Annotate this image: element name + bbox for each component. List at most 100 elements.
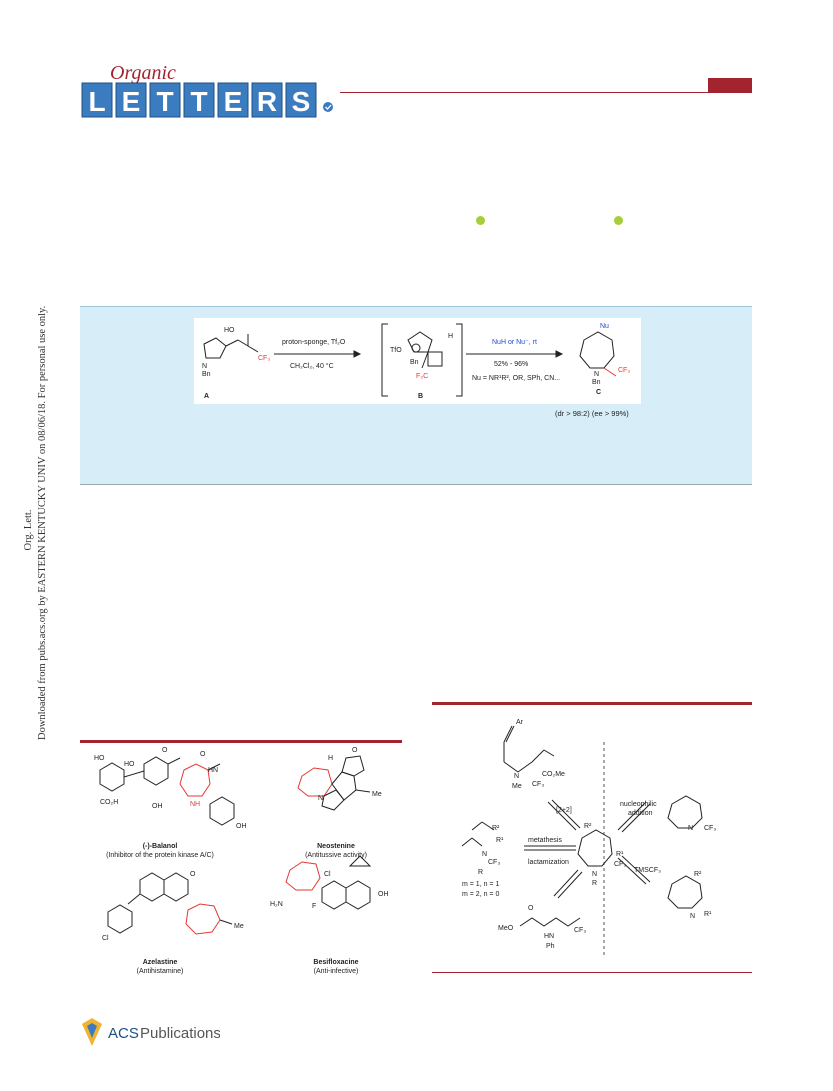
fig1-nh: NH <box>190 801 200 808</box>
scheme-cf3: CF₃ <box>488 859 500 866</box>
fig1-h: H <box>328 755 333 762</box>
watermark-journal: Org. Lett. <box>23 509 34 551</box>
orcid-icon[interactable] <box>476 216 485 225</box>
figure2-rule <box>432 702 752 705</box>
fig1-cl: Cl <box>324 871 331 878</box>
compound-desc: (Antitussive activity) <box>305 852 367 859</box>
logo-letter-boxes <box>81 82 317 118</box>
scheme-o: O <box>528 905 534 912</box>
watermark-download: Downloaded from pubs.acs.org by EASTERN … <box>37 305 48 740</box>
scheme-cf3: CF₃ <box>704 825 716 832</box>
logo-letter: E <box>224 86 243 117</box>
fig1-n: N <box>318 795 323 802</box>
scheme-nucleophilic: nucleophilic <box>620 801 657 808</box>
scheme-cf3: CF₃ <box>574 927 586 934</box>
scheme-r: R <box>592 880 597 887</box>
scheme-meo: MeO <box>498 925 514 932</box>
scheme-me: Me <box>512 783 522 790</box>
toc-label-a: A <box>204 393 209 400</box>
fig1-me: Me <box>372 791 382 798</box>
scheme-mn1: m = 1, n = 1 <box>462 881 499 888</box>
abstract-rule <box>80 484 752 485</box>
fig1-oh: OH <box>378 891 389 898</box>
fig1-oh: OH <box>152 803 163 810</box>
fig1-o: O <box>200 751 206 758</box>
scheme-r: R <box>478 869 483 876</box>
fig1-me: Me <box>234 923 244 930</box>
compound-name: Besifloxacine <box>313 959 358 966</box>
scheme-r2: R² <box>694 871 702 878</box>
toc-ho: HO <box>224 327 235 334</box>
toc-step2-top: NuH or Nu⁻, rt <box>492 339 537 346</box>
scheme-n: N <box>690 913 695 920</box>
fig1-hn: HN <box>208 767 218 774</box>
figure1-structures: HO HO O O HN NH OH CO₂H OH O H Me N O Cl… <box>94 747 389 975</box>
toc-selectivity-text: (dr > 98:2) (ee > 99%) <box>555 409 629 418</box>
toc-nu: Nu <box>600 323 609 330</box>
toc-cf3-c: CF₃ <box>618 367 630 374</box>
toc-bn: Bn <box>202 371 211 378</box>
fig1-o: O <box>352 747 358 754</box>
compound-desc: (Antihistamine) <box>137 968 184 975</box>
scheme-r1: R¹ <box>616 851 624 858</box>
scheme-cf3: CF₃ <box>532 781 544 788</box>
compound-name: (-)-Balanol <box>143 843 178 850</box>
check-badge-icon <box>323 102 333 112</box>
figure2-bottom-rule <box>432 972 752 973</box>
scheme-cycl: [2+2] <box>556 807 572 814</box>
header-tab <box>708 78 752 92</box>
figure1-rule <box>80 740 402 743</box>
fig1-co2h: CO₂H <box>100 799 118 806</box>
orcid-icon[interactable] <box>614 216 623 225</box>
compound-desc: (Inhibitor of the protein kinase A/C) <box>106 852 214 859</box>
toc-n-c: N <box>594 371 599 378</box>
figure2-scheme: Ar CO₂Me N Me CF₃ [2+2] nucleophilic add… <box>461 719 716 958</box>
scheme-mn2: m = 2, n = 0 <box>462 891 499 898</box>
scheme-tmscf3: TMSCF₃ <box>634 867 661 874</box>
scheme-n: N <box>592 871 597 878</box>
scheme-n: N <box>482 851 487 858</box>
scheme-r2: R² <box>584 823 592 830</box>
logo-letter: S <box>292 86 311 117</box>
scheme-n: N <box>514 773 519 780</box>
scheme-addition: addition <box>628 810 653 817</box>
journal-logo: Organic L E T T E R S <box>81 63 333 118</box>
toc-label-c: C <box>596 389 601 396</box>
scheme-r1: R¹ <box>496 837 504 844</box>
fig1-o: O <box>190 871 196 878</box>
scheme-lactamization: lactamization <box>528 859 569 866</box>
publications-text: Publications <box>140 1025 220 1042</box>
logo-letter: R <box>257 86 277 117</box>
scheme-cf3: CF₃ <box>614 861 626 868</box>
scheme-co2me: CO₂Me <box>542 771 565 778</box>
scheme-n: N <box>688 825 693 832</box>
toc-step2-nu: Nu = NR¹R², OR, SPh, CN... <box>472 375 560 382</box>
toc-step2-yield: 52% - 96% <box>494 361 528 368</box>
toc-selectivity: (dr > 98:2) (ee > 99%) <box>555 409 629 418</box>
scheme-r1: R¹ <box>704 911 712 918</box>
scheme-ar: Ar <box>516 719 524 726</box>
toc-reagent-bottom: CH₂Cl₂, 40 °C <box>290 362 334 370</box>
compound-name: Neostenine <box>317 843 355 850</box>
toc-bn-b: Bn <box>410 359 419 366</box>
toc-reagent-top: proton-sponge, Tf₂O <box>282 339 346 346</box>
toc-f3c: F₃C <box>416 373 428 380</box>
toc-graphic: HO CF₃ N Bn A proton-sponge, Tf₂O CH₂Cl₂… <box>194 318 641 404</box>
logo-script: Organic <box>110 63 176 84</box>
toc-n: N <box>202 363 207 370</box>
fig1-ho: HO <box>124 761 135 768</box>
logo-letter: T <box>156 86 173 117</box>
toc-tfo: TfO <box>390 347 402 354</box>
fig1-o: O <box>162 747 168 754</box>
logo-letter: E <box>122 86 141 117</box>
toc-label-b: B <box>418 393 423 400</box>
acs-publications-logo[interactable]: ACS Publications <box>80 1018 220 1048</box>
fig1-ho: HO <box>94 755 105 762</box>
header-rule <box>340 92 752 93</box>
compound-name: Azelastine <box>143 959 178 966</box>
toc-cf3: CF₃ <box>258 355 270 362</box>
fig1-oh: OH <box>236 823 247 830</box>
download-watermark: Org. Lett. Downloaded from pubs.acs.org … <box>22 305 50 740</box>
acs-text: ACS <box>108 1025 139 1042</box>
logo-letter: T <box>190 86 207 117</box>
